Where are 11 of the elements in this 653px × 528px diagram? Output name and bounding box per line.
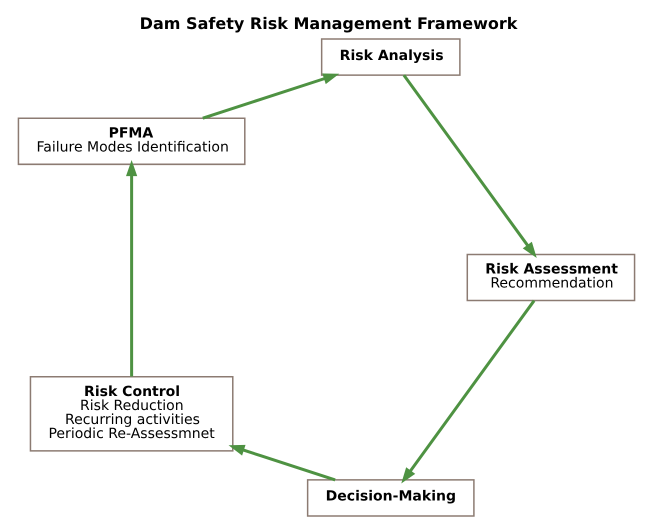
node-box: PFMA Failure Modes Identification — [18, 116, 246, 165]
node-box: Risk Assessment Recommendation — [466, 253, 636, 301]
arrow — [401, 299, 536, 483]
node-box: Decision-Making — [306, 478, 475, 516]
node-box: Risk Analysis — [320, 38, 461, 76]
arrow — [402, 74, 537, 258]
arrow — [126, 160, 138, 376]
node-box: Risk Control Risk Reduction Recurring activities Periodic Re-Assessmnet — [30, 375, 234, 452]
diagram-title: Dam Safety Risk Management Framework — [140, 13, 518, 32]
arrow — [228, 444, 336, 481]
arrow — [202, 72, 340, 120]
